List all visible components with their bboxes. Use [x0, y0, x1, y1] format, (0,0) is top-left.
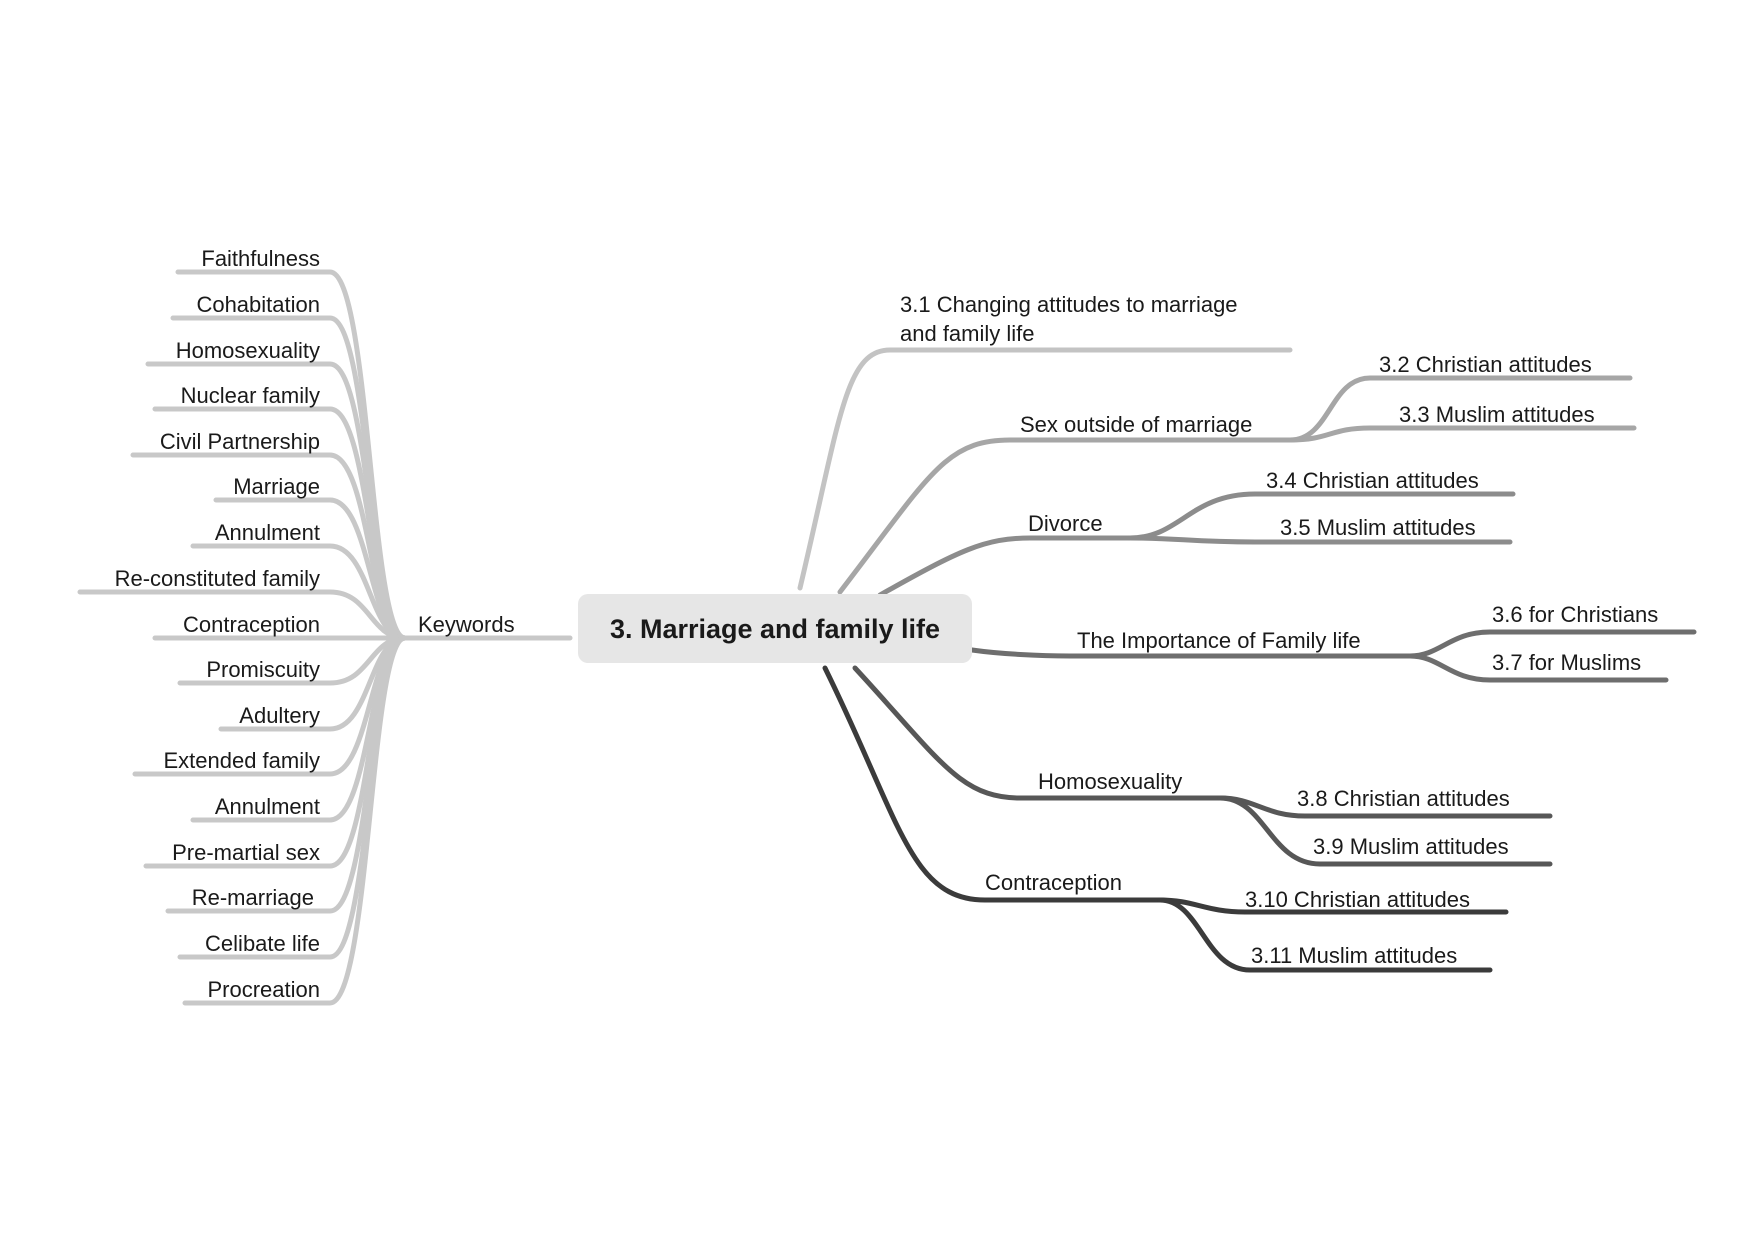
branch-sex-outside-marriage: Sex outside of marriage 3.2 Christian at… [837, 352, 1637, 595]
branch-line [797, 347, 1293, 591]
branch-importance-family-life: The Importance of Family life 3.6 for Ch… [969, 602, 1697, 683]
keywords-branch: Keywords Faithfulness Cohabitation H [77, 246, 573, 1006]
subtopic-label-3-6: 3.6 for Christians [1492, 602, 1658, 627]
keyword-item: Pre-martial sex [172, 840, 320, 865]
branch-line [852, 665, 1223, 801]
sub-branch-line [1217, 795, 1553, 867]
keyword-item: Cohabitation [196, 292, 320, 317]
keyword-item: Annulment [215, 794, 320, 819]
subtopic-label-3-2: 3.2 Christian attitudes [1379, 352, 1592, 377]
sub-branch-line [1407, 653, 1669, 683]
branch-changing-attitudes: 3.1 Changing attitudes to marriage and f… [797, 292, 1293, 591]
keyword-line [182, 635, 408, 1006]
topic-label-importance-family-life: The Importance of Family life [1077, 628, 1361, 653]
sub-branch-line [1287, 425, 1637, 443]
keyword-item: Re-marriage [192, 885, 314, 910]
branch-contraception: Contraception 3.10 Christian attitudes 3… [822, 665, 1509, 973]
subtopic-label-3-5: 3.5 Muslim attitudes [1280, 515, 1476, 540]
topic-label-homosexuality: Homosexuality [1038, 769, 1182, 794]
keyword-item: Promiscuity [206, 657, 320, 682]
keyword-item: Annulment [215, 520, 320, 545]
central-node-box [578, 594, 972, 663]
branch-homosexuality: Homosexuality 3.8 Christian attitudes 3.… [852, 665, 1553, 867]
keyword-item: Celibate life [205, 931, 320, 956]
topic-label-3-1-line2: and family life [900, 321, 1035, 346]
topic-label-3-1-line1: 3.1 Changing attitudes to marriage [900, 292, 1238, 317]
keyword-item: Contraception [183, 612, 320, 637]
branch-line [822, 665, 1163, 903]
central-node: 3. Marriage and family life [578, 594, 972, 663]
subtopic-label-3-10: 3.10 Christian attitudes [1245, 887, 1470, 912]
subtopic-label-3-7: 3.7 for Muslims [1492, 650, 1641, 675]
subtopic-label-3-3: 3.3 Muslim attitudes [1399, 402, 1595, 427]
branch-line [837, 437, 1293, 595]
keywords-label: Keywords [418, 612, 515, 637]
keyword-item: Faithfulness [201, 246, 320, 271]
subtopic-label-3-8: 3.8 Christian attitudes [1297, 786, 1510, 811]
topic-label-sex-outside-marriage: Sex outside of marriage [1020, 412, 1252, 437]
keyword-item: Civil Partnership [160, 429, 320, 454]
branch-line [969, 647, 1413, 659]
keyword-labels: Faithfulness Cohabitation Homosexuality … [115, 246, 320, 1002]
subtopic-label-3-11: 3.11 Muslim attitudes [1251, 943, 1457, 968]
sub-branch-line [1127, 535, 1513, 545]
keyword-item: Re-constituted family [115, 566, 320, 591]
keyword-item: Extended family [163, 748, 320, 773]
central-node-title: 3. Marriage and family life [610, 614, 940, 644]
keyword-item: Nuclear family [181, 383, 320, 408]
branch-line [877, 535, 1133, 598]
branch-divorce: Divorce 3.4 Christian attitudes 3.5 Musl… [877, 468, 1516, 598]
topic-label-divorce: Divorce [1028, 511, 1103, 536]
subtopic-label-3-4: 3.4 Christian attitudes [1266, 468, 1479, 493]
topic-label-contraception: Contraception [985, 870, 1122, 895]
sub-branch-line [1157, 897, 1493, 973]
keyword-lines [77, 269, 408, 1006]
keyword-item: Procreation [207, 977, 320, 1002]
subtopic-label-3-9: 3.9 Muslim attitudes [1313, 834, 1509, 859]
keyword-item: Adultery [239, 703, 320, 728]
keyword-item: Marriage [233, 474, 320, 499]
keyword-item: Homosexuality [176, 338, 320, 363]
